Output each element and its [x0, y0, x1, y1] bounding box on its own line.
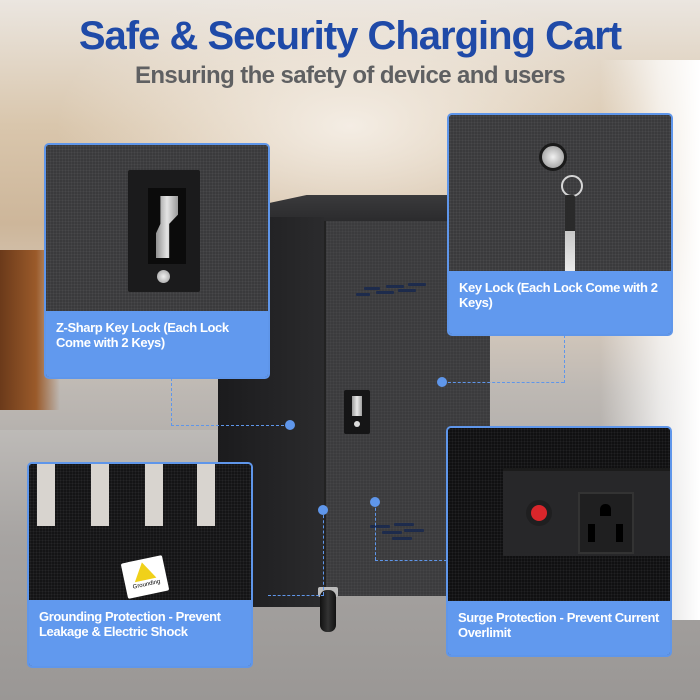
device-divider	[37, 464, 55, 526]
callout-card-grounding-protection: Grounding Grounding Protection - Prevent…	[27, 462, 253, 668]
z-latch-lock-icon	[344, 390, 370, 434]
top-vent-slot	[386, 285, 404, 288]
power-outlet-icon	[578, 492, 634, 554]
bottom-vent-slot	[382, 531, 402, 534]
page-subtitle: Ensuring the safety of device and users	[134, 62, 566, 89]
top-vent-slot	[356, 293, 370, 296]
keyhole-icon	[157, 270, 170, 283]
callout-dot-z-lock	[285, 420, 295, 430]
top-vent-slot	[408, 283, 426, 286]
key-icon	[565, 195, 575, 275]
bottom-vent-slot	[392, 537, 412, 540]
key-lock-photo	[449, 115, 671, 275]
top-vent-slot	[398, 289, 416, 292]
device-divider	[145, 464, 163, 526]
grounding-warning-sticker: Grounding	[120, 555, 170, 599]
caster-wheel	[320, 590, 336, 632]
prong-slot	[616, 524, 623, 542]
top-vent-slot	[364, 287, 380, 290]
callout-dot-key-lock	[437, 377, 447, 387]
connector-line	[443, 382, 564, 383]
ground-pin-hole	[600, 504, 611, 516]
lock-cylinder-icon	[539, 143, 567, 171]
top-vent-slot	[376, 291, 394, 294]
bottom-vent-slot	[404, 529, 424, 532]
keyhole-icon	[354, 421, 360, 427]
connector-line	[564, 335, 565, 383]
callout-dot-grounding	[318, 505, 328, 515]
device-divider	[91, 464, 109, 526]
callout-caption: Surge Protection - Prevent Current Overl…	[448, 601, 670, 655]
page-title: Safe & Security Charging Cart	[78, 14, 622, 58]
key-ring-icon	[561, 175, 583, 197]
bottom-vent-slot	[370, 525, 390, 528]
grounding-photo: Grounding	[29, 464, 251, 604]
connector-line	[375, 503, 376, 560]
connector-line	[323, 510, 324, 595]
bottom-vent-slot	[394, 523, 414, 526]
connector-line	[171, 425, 289, 426]
reset-button-icon	[531, 505, 547, 521]
z-latch-closeup-icon	[128, 170, 200, 292]
surge-protector-photo	[448, 428, 670, 605]
callout-card-key-lock: Key Lock (Each Lock Come with 2 Keys)	[447, 113, 673, 336]
connector-line	[171, 378, 172, 426]
warning-triangle-icon	[131, 560, 157, 583]
z-sharp-lock-photo	[46, 145, 268, 315]
callout-caption: Z-Sharp Key Lock (Each Lock Come with 2 …	[46, 311, 268, 377]
connector-line	[375, 560, 447, 561]
prong-slot	[588, 524, 595, 542]
callout-caption: Grounding Protection - Prevent Leakage &…	[29, 600, 251, 666]
device-divider	[197, 464, 215, 526]
callout-dot-surge	[370, 497, 380, 507]
connector-line	[268, 595, 324, 596]
callout-card-surge-protection: Surge Protection - Prevent Current Overl…	[446, 426, 672, 657]
callout-caption: Key Lock (Each Lock Come with 2 Keys)	[449, 271, 671, 334]
callout-card-z-sharp-key-lock: Z-Sharp Key Lock (Each Lock Come with 2 …	[44, 143, 270, 379]
latch-handle	[352, 396, 362, 416]
